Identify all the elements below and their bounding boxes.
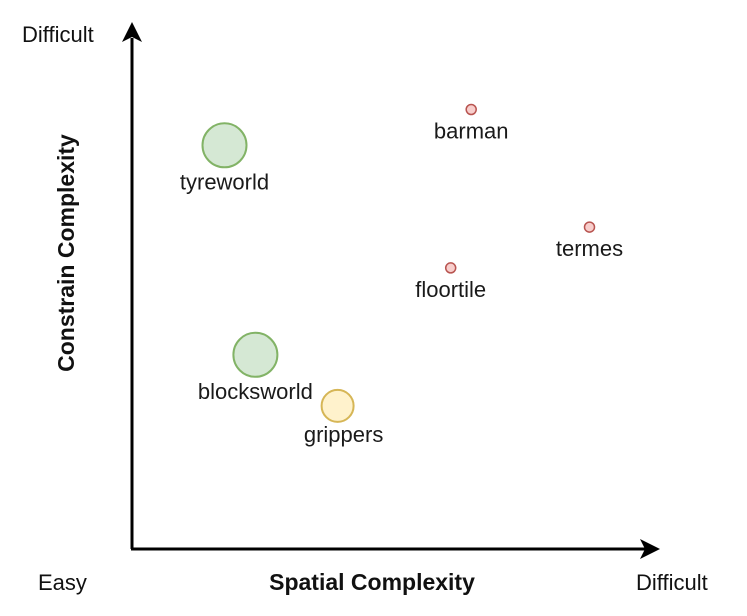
point-label-blocksworld: blocksworld xyxy=(198,379,313,404)
y-axis-title: Constrain Complexity xyxy=(53,134,79,372)
point-label-termes: termes xyxy=(556,236,623,261)
point-label-grippers: grippers xyxy=(304,422,383,447)
x-axis-title: Spatial Complexity xyxy=(269,569,475,595)
point-termes xyxy=(583,221,596,233)
origin-label: Easy xyxy=(38,570,87,595)
point-floortile xyxy=(444,262,457,274)
point-label-floortile: floortile xyxy=(415,277,486,302)
point-barman xyxy=(465,103,477,116)
x-axis-arrowhead xyxy=(640,539,660,559)
points-layer: tyreworld blocksworld grippers barman floort… xyxy=(180,103,623,447)
point-blocksworld xyxy=(232,331,279,378)
x-right-label: Difficult xyxy=(636,570,708,595)
y-top-label: Difficult xyxy=(22,22,94,47)
point-grippers xyxy=(320,388,355,423)
y-axis-arrowhead xyxy=(122,22,142,42)
point-tyreworld xyxy=(201,122,248,169)
point-label-tyreworld: tyreworld xyxy=(180,169,269,194)
point-label-barman: barman xyxy=(434,119,509,144)
